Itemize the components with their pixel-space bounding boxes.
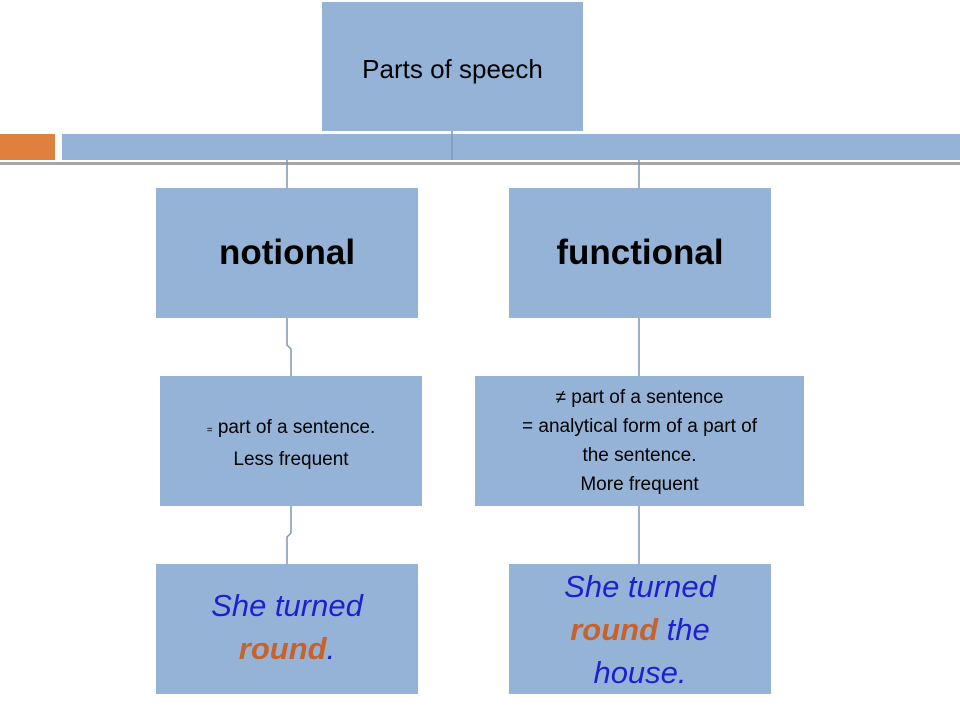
functional-example-line1: She turned (564, 568, 716, 604)
functional-label: functional (556, 233, 724, 272)
functional-description: ≠ part of a sentence = analytical form o… (475, 376, 804, 506)
functional-desc-line4: More frequent (580, 474, 699, 495)
notional-description: = part of a sentence. Less frequent (160, 376, 422, 506)
functional-desc-line3: the sentence. (582, 445, 697, 466)
root-label: Parts of speech (362, 54, 543, 84)
functional-example: She turned round the house. (509, 564, 771, 694)
functional-example-the: the (666, 611, 710, 647)
notional-desc-line2: Less frequent (233, 448, 349, 470)
accent-bar-orange (0, 134, 55, 160)
notional-example-period: . (326, 631, 336, 666)
functional-desc-line1: ≠ part of a sentence (555, 387, 724, 408)
divider-line (0, 162, 960, 165)
functional-example-highlight: round (570, 611, 659, 647)
equals-symbol: = (206, 424, 213, 436)
notional-node: notional (156, 188, 418, 318)
root-node: Parts of speech (322, 2, 583, 131)
notional-example-line1: She turned (211, 588, 363, 623)
notional-example: She turned round. (156, 564, 418, 694)
functional-desc-line2: = analytical form of a part of (522, 416, 757, 437)
notional-label: notional (218, 233, 356, 272)
accent-bar-blue (62, 134, 960, 160)
notional-example-highlight: round (238, 631, 327, 666)
functional-example-line3: house. (593, 654, 687, 690)
functional-node: functional (509, 188, 771, 318)
notional-desc-line1: part of a sentence. (217, 416, 376, 438)
